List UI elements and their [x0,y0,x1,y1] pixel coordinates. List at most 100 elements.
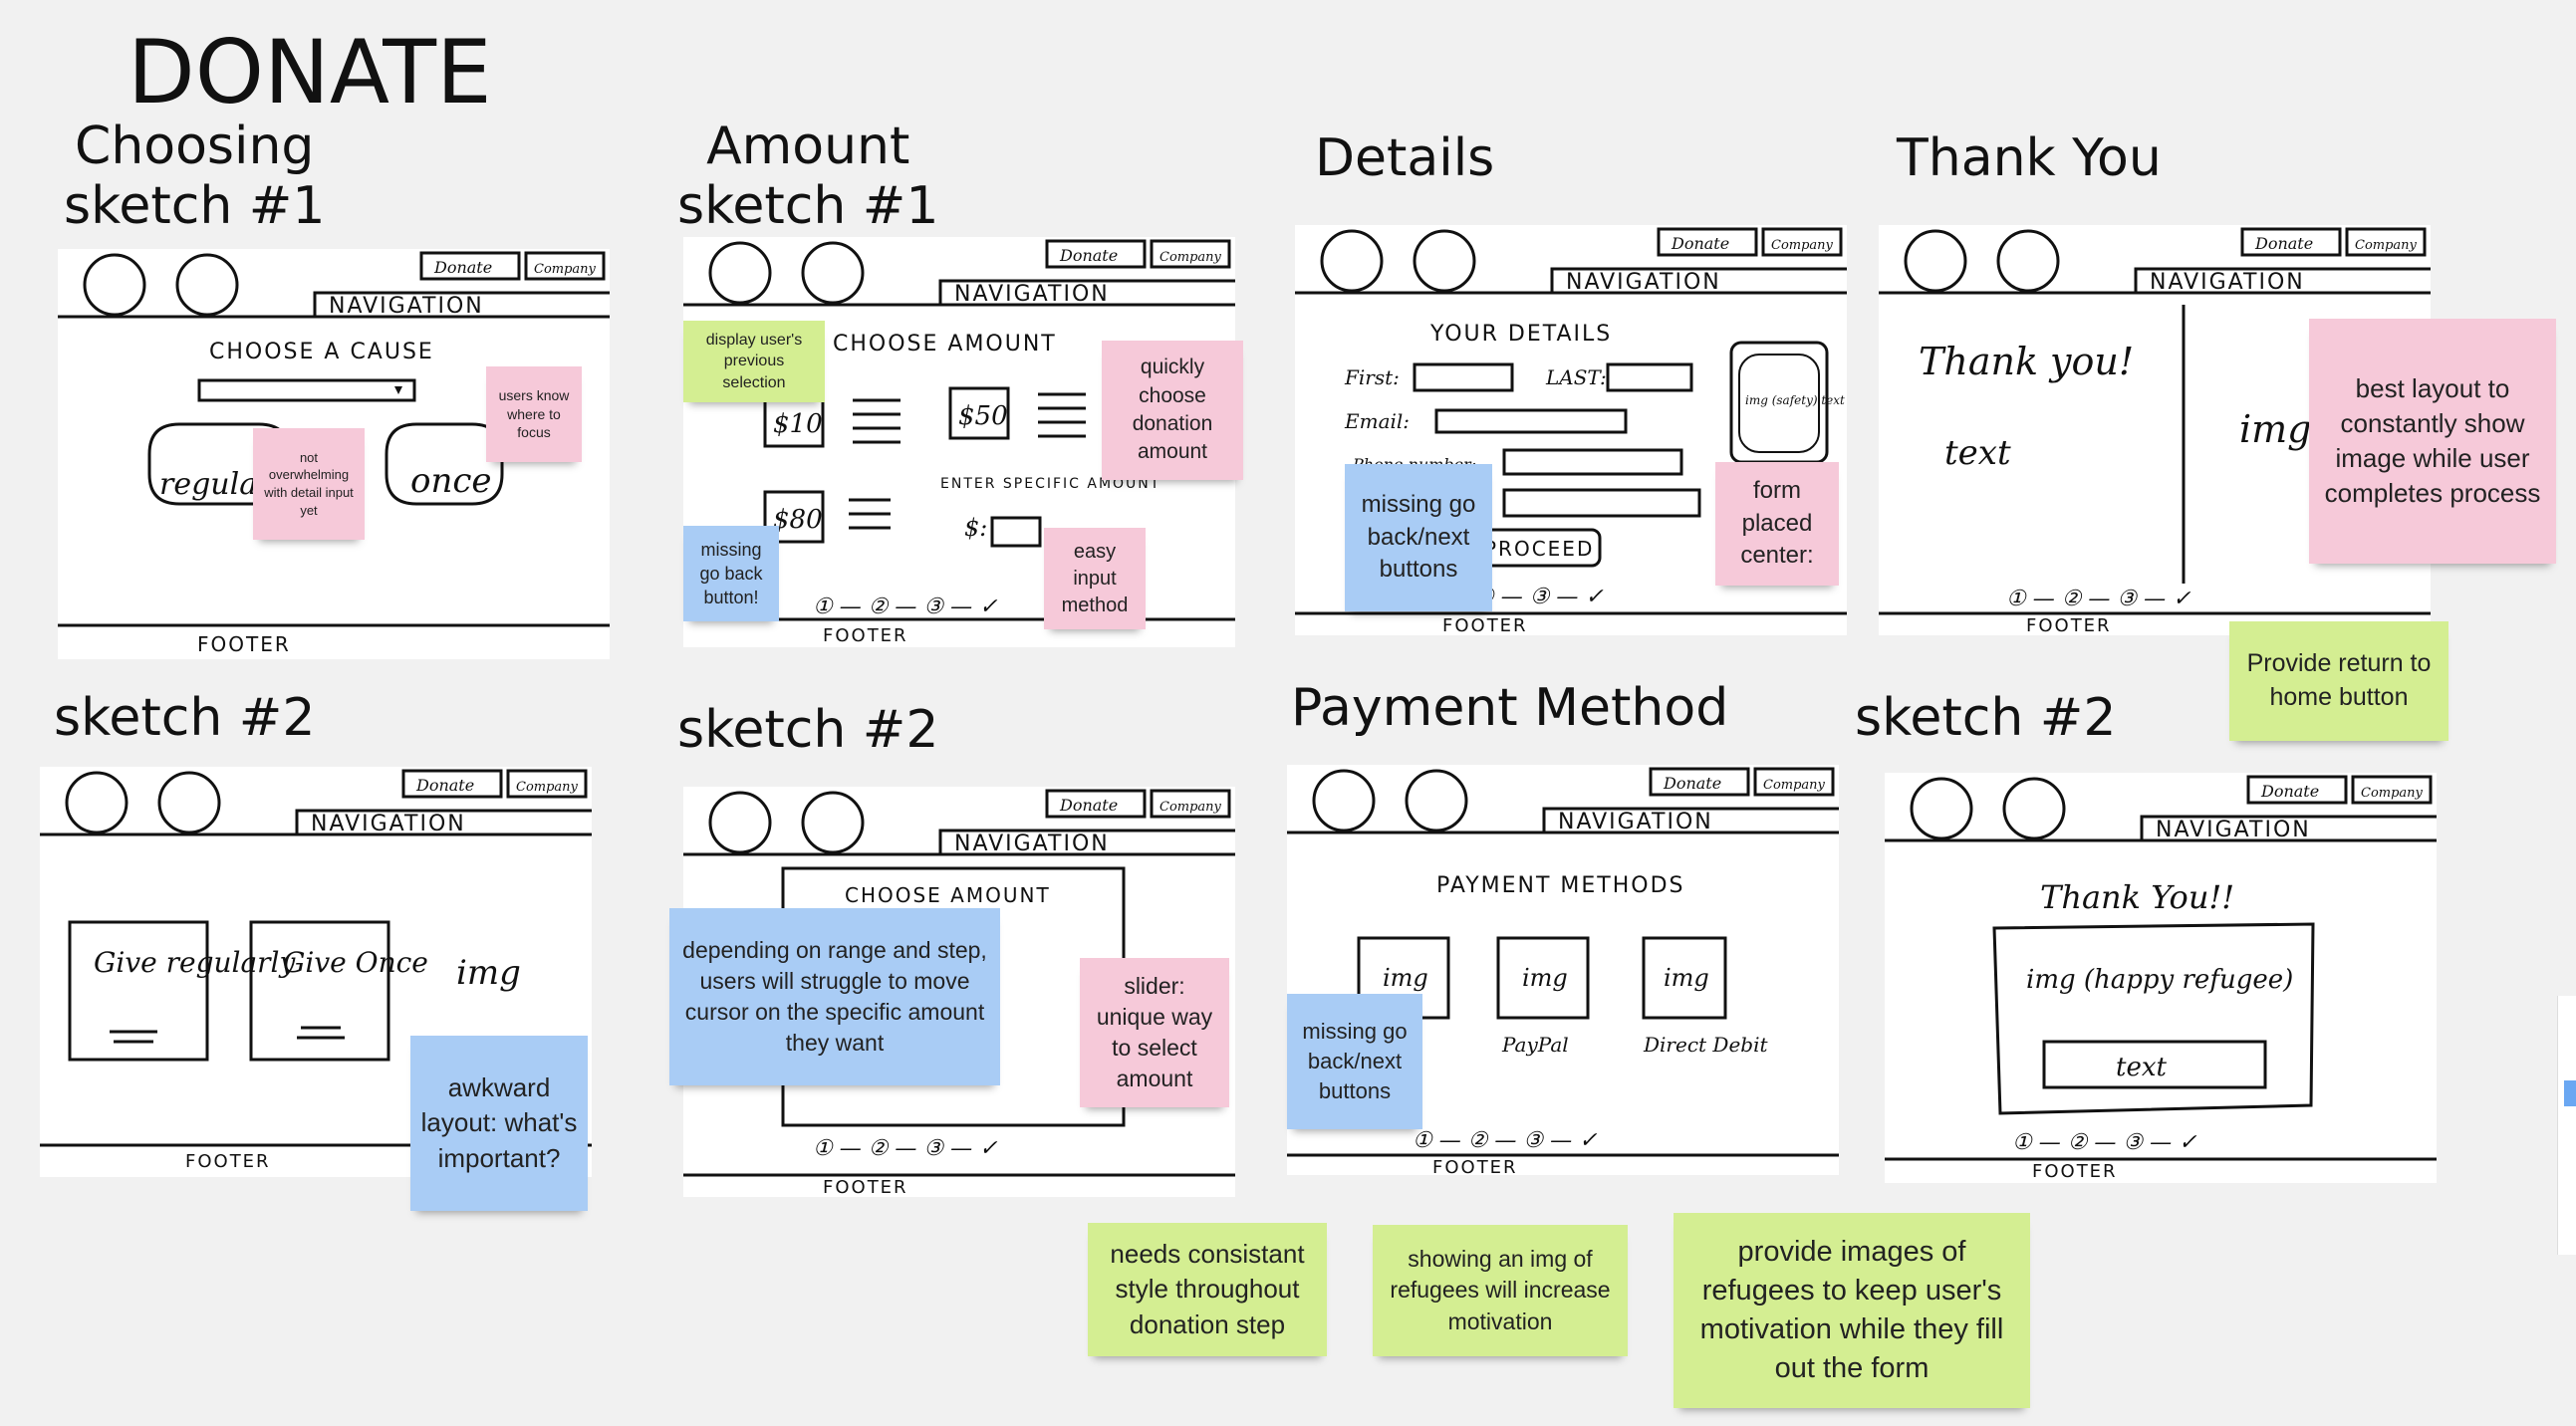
svg-text:NAVIGATION: NAVIGATION [2150,270,2305,295]
svg-text:FOOTER: FOOTER [185,1151,271,1172]
sticky-note[interactable]: display user's previous selection [683,321,825,402]
svg-text:Donate: Donate [1671,234,1729,253]
svg-text:First:: First: [1344,365,1400,389]
svg-text:Company: Company [1771,238,1834,253]
choose-amount-label: CHOOSE AMOUNT [833,332,1057,356]
amount-option-10: $10 [773,409,823,439]
sticky-note[interactable]: missing go back/next buttons [1287,994,1422,1129]
svg-text:Company: Company [1159,250,1222,265]
svg-text:img: img [2239,407,2312,451]
sticky-note[interactable]: form placed center: [1715,462,1839,586]
svg-text:Donate: Donate [1663,774,1721,793]
svg-text:img: img [1383,964,1428,992]
amount-option-80: $80 [773,505,823,535]
svg-text:① — ② — ③ — ✓: ① — ② — ③ — ✓ [2012,1130,2197,1155]
section-title-payment: Payment Method [1291,678,1729,738]
svg-text:Thank You!!: Thank You!! [2040,878,2234,916]
svg-text:img (safety) text: img (safety) text [1745,393,1845,407]
svg-text:① — ② — ③ — ✓: ① — ② — ③ — ✓ [1413,1128,1598,1153]
sticky-note[interactable]: provide images of refugees to keep user'… [1674,1213,2030,1408]
svg-text:NAVIGATION: NAVIGATION [954,832,1110,856]
svg-text:img: img [1522,964,1568,992]
sticky-note[interactable]: slider: unique way to select amount [1080,958,1229,1107]
side-panel-edge[interactable] [2557,996,2576,1255]
svg-text:Company: Company [2355,238,2418,253]
sticky-note[interactable]: quickly choose donation amount [1102,341,1243,480]
section-title-amount: Amount sketch #1 [677,117,939,236]
once-option: once [410,461,492,501]
svg-text:FOOTER: FOOTER [2032,1161,2118,1182]
footer-label: FOOTER [197,632,291,656]
sticky-note[interactable]: not overwhelming with detail input yet [253,428,365,540]
section-title-choosing: Choosing sketch #1 [64,117,326,236]
section-title-details: Details [1315,128,1495,188]
svg-text:① — ② — ③ — ✓: ① — ② — ③ — ✓ [2006,587,2191,611]
sticky-note[interactable]: best layout to constantly show image whi… [2309,319,2556,564]
svg-text:Email:: Email: [1344,409,1410,433]
svg-text:CHOOSE AMOUNT: CHOOSE AMOUNT [845,883,1051,907]
svg-text:FOOTER: FOOTER [823,625,908,646]
sticky-note[interactable]: showing an img of refugees will increase… [1373,1225,1628,1356]
svg-text:NAVIGATION: NAVIGATION [954,282,1110,307]
svg-text:img: img [1664,964,1709,992]
sticky-note[interactable]: awkward layout: what's important? [410,1036,588,1211]
paypal-option: PayPal [1501,1033,1569,1057]
navigation-label: NAVIGATION [329,294,484,319]
section-title-thankyou: Thank You [1897,128,2162,188]
svg-text:NAVIGATION: NAVIGATION [2156,818,2311,842]
company-button-sketch [524,251,606,281]
svg-text:Thank you!: Thank you! [1919,340,2134,383]
svg-text:Donate: Donate [415,776,474,795]
svg-text:FOOTER: FOOTER [2026,615,2112,635]
progress-steps: ① — ② — ③ — ✓ [813,594,998,619]
sticky-note[interactable]: missing go back button! [683,526,779,621]
logo-circle [175,253,239,317]
give-regularly-card: Give regularly [94,946,297,979]
svg-text:Company: Company [516,780,579,795]
sticky-note[interactable]: missing go back/next buttons [1345,464,1492,611]
section-title-sketch2-thankyou: sketch #2 [1855,688,2117,748]
payment-methods-label: PAYMENT METHODS [1436,873,1685,898]
svg-text:FOOTER: FOOTER [1432,1157,1518,1175]
sketch-frame-payment: Donate Company NAVIGATION PAYMENT METHOD… [1287,765,1839,1175]
svg-text:text: text [1944,433,2011,473]
svg-text:Donate: Donate [1059,246,1118,265]
choose-cause-label: CHOOSE A CAUSE [209,340,434,364]
svg-text:LAST:: LAST: [1545,365,1607,389]
side-panel-handle[interactable] [2564,1080,2576,1106]
section-title-sketch2-choosing: sketch #2 [54,688,316,748]
proceed-button-sketch: PROCEED [1484,537,1594,561]
donate-button-sketch [419,251,521,281]
sticky-note[interactable]: easy input method [1044,528,1146,629]
amount-option-50: $50 [958,401,1008,431]
sticky-note[interactable]: needs consistant style throughout donati… [1088,1223,1327,1356]
donate-label: Donate [433,258,492,277]
your-details-label: YOUR DETAILS [1429,322,1612,347]
direct-debit-option: Direct Debit [1643,1033,1768,1057]
enter-specific-label: ENTER SPECIFIC AMOUNT [940,476,1160,492]
svg-text:FOOTER: FOOTER [1442,615,1528,635]
section-title-sketch2-amount: sketch #2 [677,700,939,760]
svg-text:NAVIGATION: NAVIGATION [311,812,466,836]
svg-text:FOOTER: FOOTER [823,1177,908,1197]
svg-text:NAVIGATION: NAVIGATION [1558,810,1713,834]
sticky-note[interactable]: users know where to focus [486,366,582,462]
svg-text:NAVIGATION: NAVIGATION [1566,270,1721,295]
svg-text:Donate: Donate [2254,234,2313,253]
svg-text:② — ③ — ✓: ② — ③ — ✓ [1474,585,1604,609]
svg-text:Donate: Donate [2260,782,2319,801]
sketch-frame-thankyou-2: Donate Company NAVIGATION Thank You!! im… [1885,773,2437,1183]
svg-text:Company: Company [2361,786,2424,801]
company-label: Company [534,262,597,277]
svg-text:$:: $: [964,514,987,542]
sticky-note[interactable]: Provide return to home button [2229,621,2448,741]
sticky-note[interactable]: depending on range and step, users will … [669,908,1000,1085]
svg-text:Company: Company [1159,800,1222,815]
svg-text:Donate: Donate [1059,796,1118,815]
give-once-card: Give Once [283,946,428,979]
svg-text:img: img [456,953,521,993]
logo-circle [83,253,146,317]
svg-text:Company: Company [1763,778,1826,793]
svg-text:① — ② — ③ — ✓: ① — ② — ③ — ✓ [813,1136,998,1161]
svg-text:img (happy refugee): img (happy refugee) [2026,965,2293,995]
